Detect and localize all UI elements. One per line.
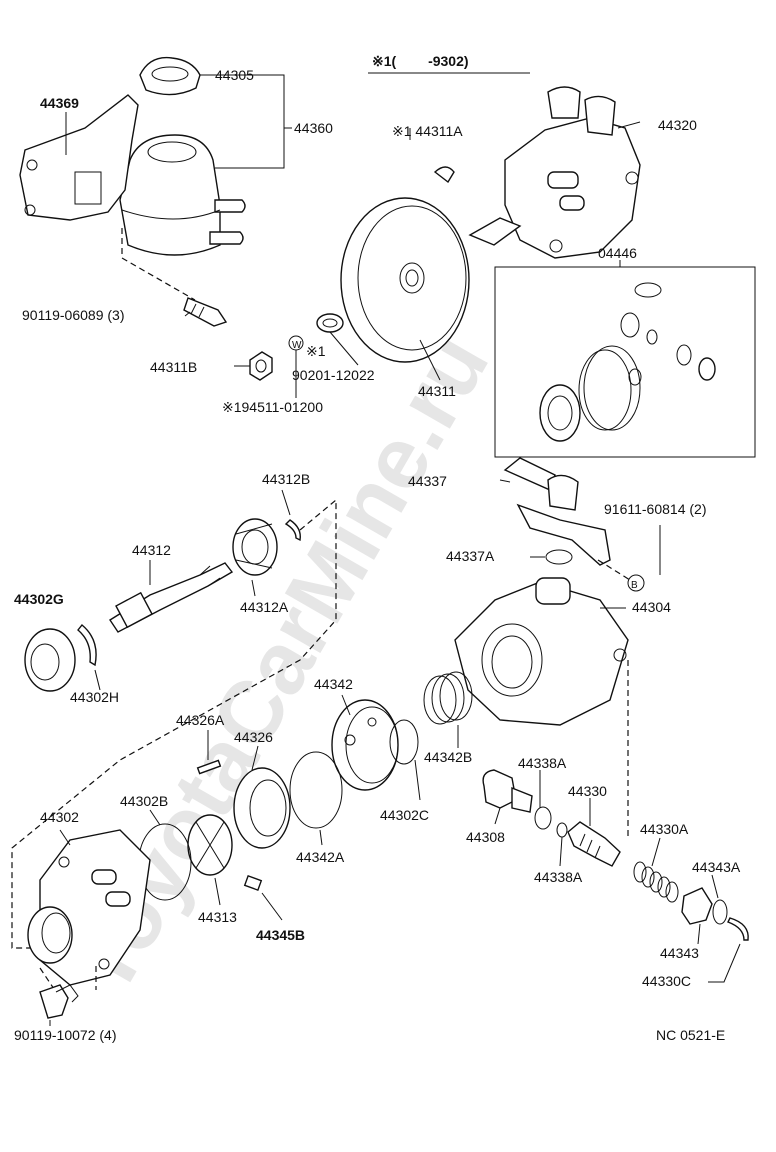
label-44308: 44308 — [466, 829, 505, 845]
label-44343: 44343 — [660, 945, 699, 961]
label-44330c: 44330C — [642, 973, 691, 989]
oil-seal-drawing — [24, 628, 76, 692]
label-44311: 44311 — [418, 383, 456, 399]
bolt-mark-b-text: B — [631, 580, 638, 591]
shaft-drawing — [109, 562, 234, 633]
label-44337: 44337 — [408, 473, 447, 489]
label-44330a: 44330A — [640, 821, 689, 837]
nut-drawing — [249, 351, 273, 381]
o-ring-44337a — [545, 549, 573, 565]
plug-44343-drawing — [681, 887, 713, 925]
label-44338a-bot: 44338A — [534, 869, 583, 885]
label-44326: 44326 — [234, 729, 273, 745]
fitting-44308-drawing — [482, 769, 533, 813]
label-90201-12022: 90201-12022 — [292, 367, 375, 383]
label-44302h: 44302H — [70, 689, 119, 705]
gasket-kit-box — [494, 266, 756, 458]
spring-44330a-drawing — [633, 861, 679, 903]
bearing-drawing — [232, 518, 278, 576]
label-44311a: ※1 44311A — [392, 123, 463, 139]
label-44312: 44312 — [132, 542, 171, 558]
o-ring-44342a-drawing — [289, 751, 343, 829]
valve-44330-drawing — [567, 821, 621, 867]
o-ring-44302c-drawing — [389, 719, 419, 765]
pump-housing-drawing — [454, 577, 629, 726]
front-housing-drawing — [27, 829, 151, 986]
label-44330: 44330 — [568, 783, 607, 799]
label-44312a: 44312A — [240, 599, 289, 615]
bolt-90119-10072-drawing — [39, 984, 79, 1019]
o-ring-44343a-drawing — [712, 899, 728, 925]
vane-44345b-drawing — [243, 875, 263, 891]
label-44337a: 44337A — [446, 548, 495, 564]
pump-assembly-drawing — [468, 86, 641, 259]
label-44312b: 44312B — [262, 471, 310, 487]
label-90119-10072: 90119-10072 (4) — [14, 1027, 116, 1043]
woodruff-key-drawing — [433, 166, 455, 184]
reservoir-tank-drawing — [119, 134, 246, 256]
spring-44342b-drawing — [423, 671, 473, 725]
label-04446: 04446 — [598, 245, 637, 261]
label-44369: 44369 — [40, 95, 79, 111]
union-fitting-drawing — [503, 457, 611, 566]
label-44305: 44305 — [215, 67, 254, 83]
label-44345b: 44345B — [256, 927, 305, 943]
label-star1: ※1 — [306, 343, 326, 359]
reservoir-cap-drawing — [139, 56, 201, 96]
label-44342: 44342 — [314, 676, 353, 692]
pulley-drawing — [340, 197, 470, 363]
label-44302c: 44302C — [380, 807, 429, 823]
o-ring-44338a-top-drawing — [534, 806, 552, 830]
gasket-kit-drawing — [539, 282, 716, 442]
label-44302: 44302 — [40, 809, 79, 825]
label-44304: 44304 — [632, 599, 671, 615]
washer-mark-w-text: W — [292, 340, 302, 351]
label-44311b: 44311B — [150, 359, 197, 375]
reference-code: NC 0521-E — [656, 1027, 725, 1043]
label-194511-01200: ※194511-01200 — [222, 399, 323, 415]
label-44302b: 44302B — [120, 793, 168, 809]
label-90119-06089: 90119-06089 (3) — [22, 307, 124, 323]
label-44302g: 44302G — [14, 591, 64, 607]
snap-ring-drawing — [284, 519, 301, 542]
label-44313: 44313 — [198, 909, 237, 925]
label-44343a: 44343A — [692, 859, 741, 875]
bolt-mark-b — [627, 574, 645, 592]
label-44342a: 44342A — [296, 849, 345, 865]
label-44320: 44320 — [658, 117, 697, 133]
washer-drawing — [316, 313, 344, 333]
cam-ring-plate-drawing — [331, 699, 399, 791]
snap-ring-44330c-drawing — [727, 917, 749, 941]
o-ring-44338a-bot-drawing — [556, 822, 568, 838]
reservoir-bracket-drawing — [19, 94, 139, 221]
pin-44326a-drawing — [196, 759, 222, 775]
label-44342b: 44342B — [424, 749, 472, 765]
applicability-header: ※1( -9302) — [372, 53, 469, 69]
label-44326a: 44326A — [176, 712, 225, 728]
label-44338a-top: 44338A — [518, 755, 567, 771]
snap-ring-2-drawing — [77, 624, 97, 667]
bolt-drawing — [183, 297, 228, 327]
label-44360: 44360 — [294, 120, 333, 136]
rotor-drawing — [187, 814, 233, 876]
label-91611-60814: 91611-60814 (2) — [604, 501, 706, 517]
cam-ring-drawing — [233, 767, 291, 849]
